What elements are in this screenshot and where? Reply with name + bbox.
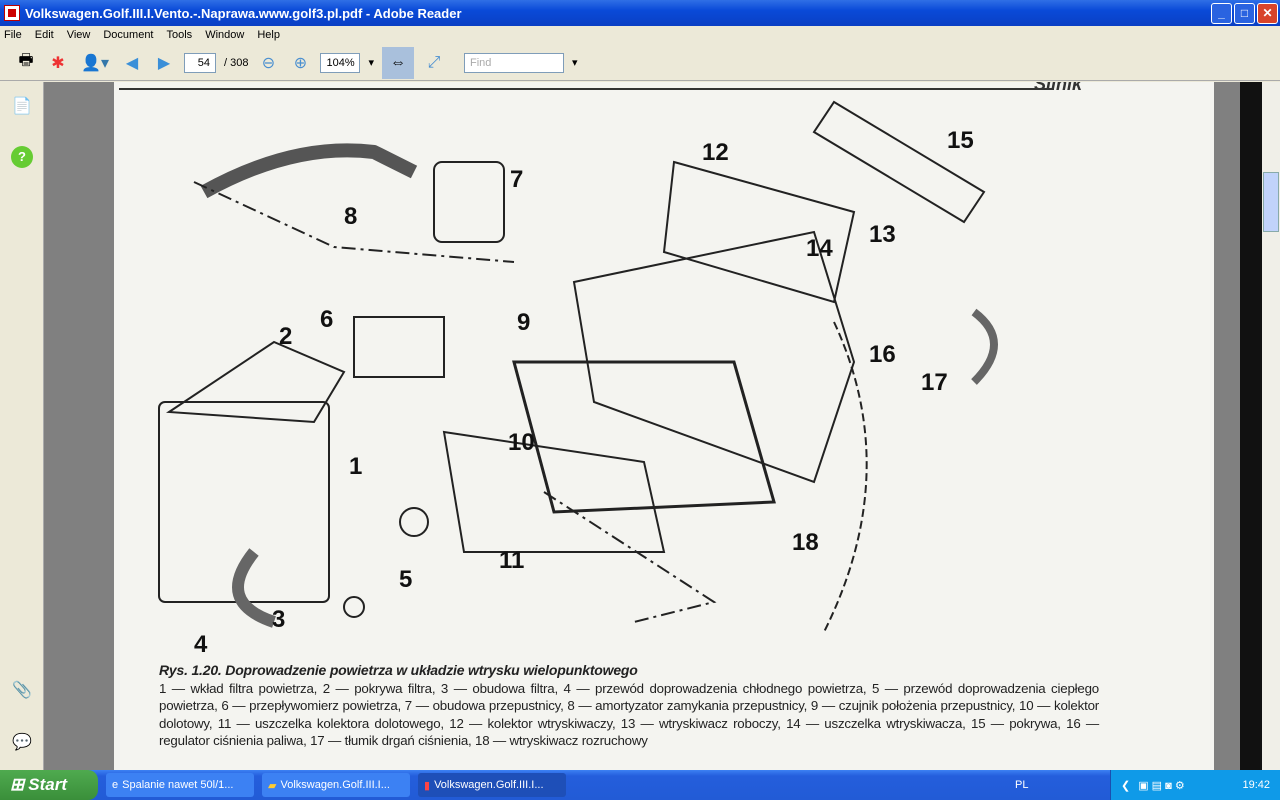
next-page-icon[interactable]: ▶ [157,54,171,72]
windows-logo-icon: ⊞ [10,775,25,794]
label-2: 2 [279,323,292,350]
comments-icon[interactable]: 💬 [12,734,32,751]
pages-icon[interactable]: 📄 [12,98,32,115]
taskbar-item-adobe-reader[interactable]: ▮Volkswagen.Golf.III.I... [418,773,566,797]
folder-icon: ▰ [268,779,277,792]
menu-window[interactable]: Window [205,29,245,41]
task-label: Volkswagen.Golf.III.I... [280,779,390,791]
find-dropdown-icon[interactable]: ▾ [572,57,578,69]
acrobat-services-icon[interactable]: ✱ [51,54,65,72]
label-18: 18 [792,529,819,556]
label-16: 16 [869,341,896,368]
scrollbar-thumb[interactable] [1263,172,1279,232]
fit-page-icon[interactable]: ⤢ [427,53,441,71]
print-icon[interactable]: 🖶 [18,52,34,69]
system-tray: PL ❮ ▣ ▤ ◙ ⚙ 19:42 [1015,770,1280,800]
caption-text: 1 — wkład filtra powietrza, 2 — pokrywa … [159,680,1099,749]
label-7: 7 [510,166,523,193]
document-area: Silnik 2 1 3 4 5 6 7 8 9 10 11 12 13 14 … [44,82,1240,770]
page-number-input[interactable]: 54 [184,52,216,73]
zoom-in-icon[interactable]: ⊕ [293,54,308,72]
collaborate-icon[interactable]: 👤▾ [81,54,109,72]
maximize-button[interactable]: □ [1234,3,1255,24]
label-5: 5 [399,566,412,593]
label-15: 15 [947,127,974,154]
taskbar-item-folder[interactable]: ▰Volkswagen.Golf.III.I... [262,773,410,797]
language-indicator[interactable]: PL [1015,779,1029,791]
label-12: 12 [702,139,729,166]
pdf-icon: ▮ [424,779,431,792]
menu-document[interactable]: Document [103,29,154,41]
menu-bar: File Edit View Document Tools Window Hel… [0,26,1280,44]
toolbar: 🖶 ✱ 👤▾ ◀ ▶ 54 / 308 ⊖ ⊕ 104% ▾ ⇔ ⤢ Find … [0,45,1280,81]
menu-tools[interactable]: Tools [166,29,193,41]
intake-system-diagram: 2 1 3 4 5 6 7 8 9 10 11 12 13 14 15 16 1… [158,100,998,658]
caption-title: Rys. 1.20. Doprowadzenie powietrza w ukł… [159,662,638,678]
clock: 19:42 [1242,779,1270,791]
menu-edit[interactable]: Edit [34,29,54,41]
start-button[interactable]: ⊞Start [0,770,98,800]
label-13: 13 [869,221,896,248]
label-1: 1 [349,453,362,480]
task-label: Volkswagen.Golf.III.I... [434,779,544,791]
attachments-icon[interactable]: 📎 [12,682,32,699]
previous-page-icon[interactable]: ◀ [125,54,139,72]
page-header: Silnik [1034,82,1083,94]
task-label: Spalanie nawet 50l/1... [122,779,234,791]
zoom-input[interactable]: 104% [320,52,361,73]
pdf-icon [4,5,20,21]
menu-view[interactable]: View [66,29,91,41]
tray-expand-icon[interactable]: ❮ [1121,779,1131,792]
tray-icons[interactable]: ▣ ▤ ◙ ⚙ [1138,779,1185,792]
navigation-pane: 📄 ? 📎 💬 [0,82,44,770]
close-button[interactable]: ✕ [1257,3,1278,24]
figure-caption: Rys. 1.20. Doprowadzenie powietrza w ukł… [159,662,1099,750]
label-6: 6 [320,306,333,333]
page-total: / 308 [224,56,249,69]
label-3: 3 [272,606,285,633]
fit-width-icon[interactable]: ⇔ [382,46,414,79]
title-bar: Volkswagen.Golf.III.I.Vento.-.Naprawa.ww… [0,0,1280,26]
zoom-dropdown-icon[interactable]: ▾ [368,57,374,69]
label-4: 4 [194,631,208,658]
label-11: 11 [499,547,524,574]
vertical-scrollbar[interactable] [1262,82,1280,770]
help-icon[interactable]: ? [11,146,33,168]
find-input[interactable]: Find [464,52,564,73]
minimize-button[interactable]: _ [1211,3,1232,24]
menu-file[interactable]: File [4,29,22,41]
pdf-page: Silnik 2 1 3 4 5 6 7 8 9 10 11 12 13 14 … [114,82,1214,770]
label-9: 9 [517,309,530,336]
page-edge [1240,82,1262,770]
window-title: Volkswagen.Golf.III.I.Vento.-.Naprawa.ww… [25,5,462,21]
label-17: 17 [921,369,948,396]
ie-icon: e [112,779,119,791]
label-14: 14 [806,235,833,262]
header-rule [119,88,1054,90]
menu-help[interactable]: Help [257,29,280,41]
start-label: Start [28,775,67,794]
label-8: 8 [344,203,357,230]
label-10: 10 [508,429,535,456]
zoom-out-icon[interactable]: ⊖ [261,54,276,72]
